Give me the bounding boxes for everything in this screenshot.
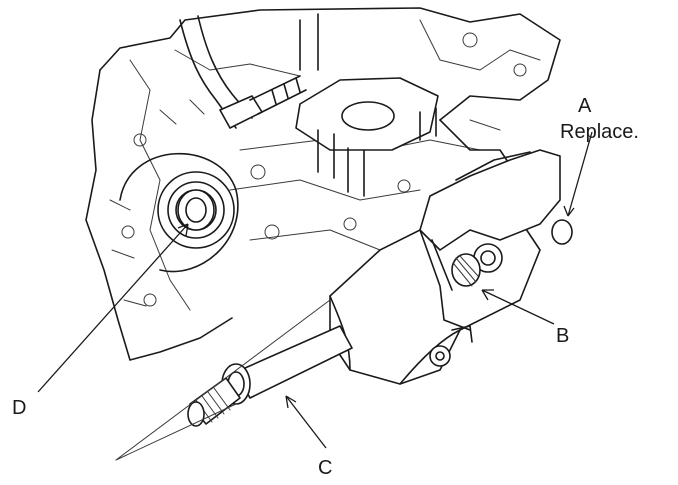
intermediate-shaft-bearing-icon bbox=[451, 253, 481, 287]
callout-a-letter: A bbox=[578, 95, 592, 117]
shift-cable-icon bbox=[179, 13, 319, 129]
callout-b: B bbox=[556, 325, 569, 347]
differential-oil-seal-icon bbox=[177, 189, 215, 231]
callout-d: D bbox=[12, 397, 26, 419]
callout-a-note: Replace. bbox=[560, 121, 639, 143]
leader-lines bbox=[37, 131, 593, 461]
callout-c: C bbox=[318, 457, 332, 479]
heat-shield-icon bbox=[419, 149, 561, 331]
o-ring-icon bbox=[551, 219, 573, 245]
intermediate-shaft-icon bbox=[187, 325, 353, 427]
shift-bracket-icon bbox=[295, 77, 439, 197]
